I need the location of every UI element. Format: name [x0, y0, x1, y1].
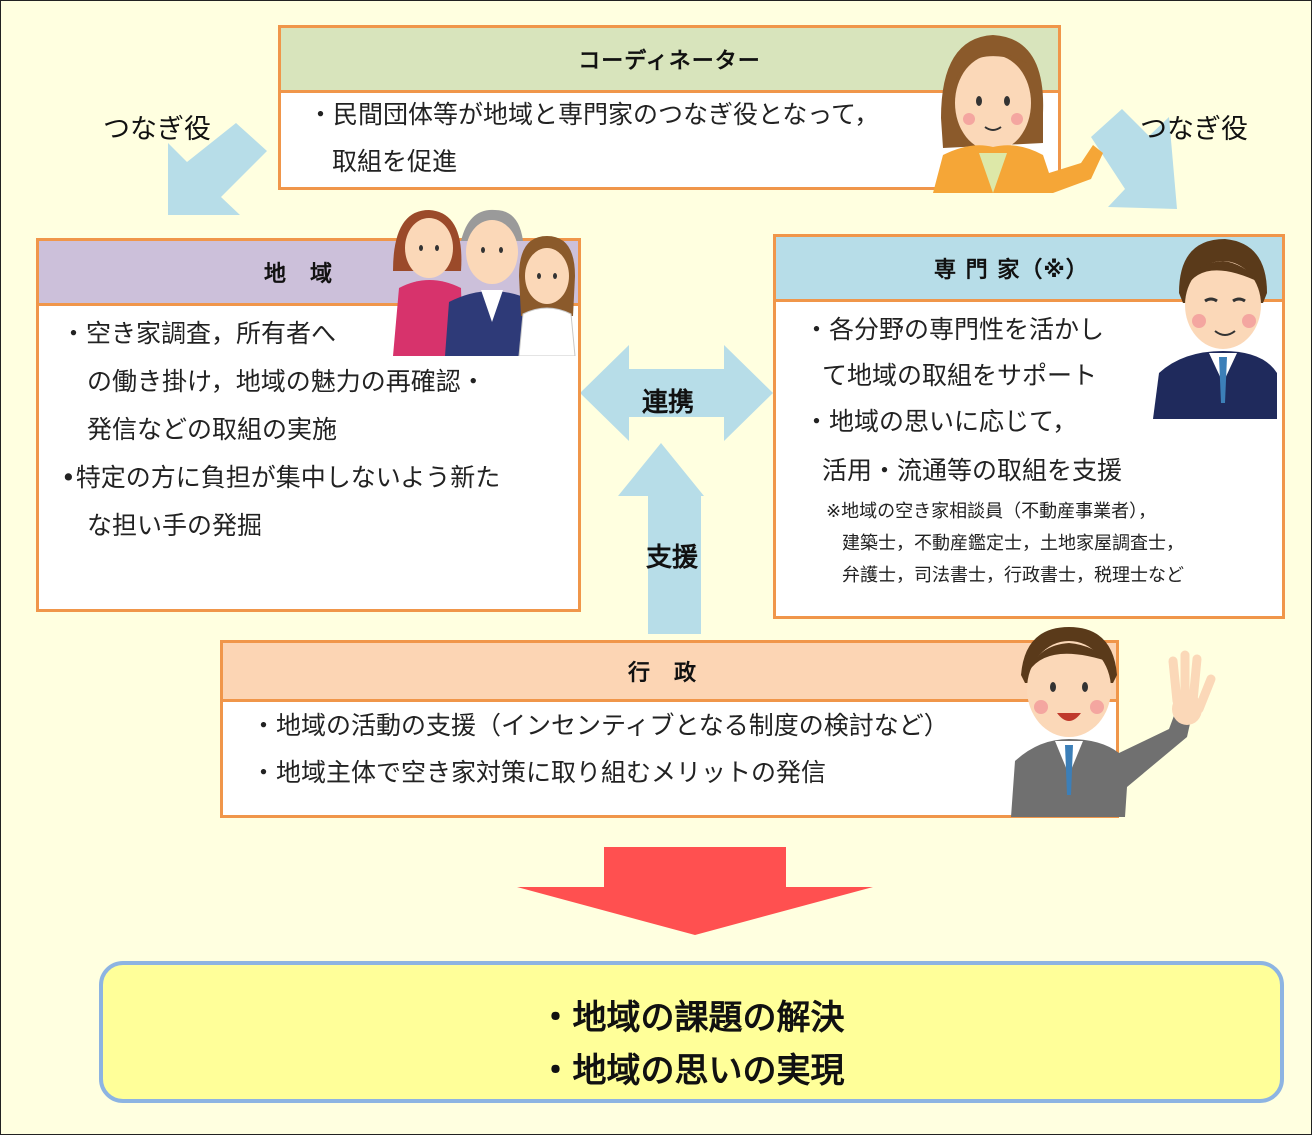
coordinator-woman-icon — [933, 35, 1103, 193]
region-line: の働き掛け，地域の魅力の再確認・ — [87, 367, 486, 396]
government-line: ・地域の活動の支援（インセンティブとなる制度の検討など） — [251, 711, 949, 740]
government-title: 行 政 — [223, 643, 1116, 702]
link-arrow-left — [168, 123, 267, 215]
coordinator-line: 取組を促進 — [332, 147, 458, 176]
region-line: 発信などの取組の実施 — [87, 415, 338, 444]
family-icon — [393, 209, 576, 356]
cooperation-label: 連携 — [642, 388, 695, 418]
expert-line: 活用・流通等の取組を支援 — [822, 456, 1123, 485]
expert-line: ・各分野の専門性を活かし — [804, 315, 1105, 344]
coordinator-box: コーディネーター ・民間団体等が地域と専門家のつなぎ役となって， 取組を促進 — [278, 25, 1061, 190]
result-box: ・地域の課題の解決 ・地域の思いの実現 — [99, 961, 1284, 1103]
expert-line: て地域の取組をサポート — [822, 361, 1098, 390]
expert-note-line: 建築士，不動産鑑定士，土地家屋調査士， — [842, 533, 1184, 554]
expert-note-line: 弁護士，司法書士，行政書士，税理士など — [842, 565, 1184, 586]
result-line: ・地域の課題の解決 — [538, 998, 845, 1038]
link-label-right: つなぎ役 — [1140, 114, 1248, 145]
link-arrow-right — [1091, 109, 1177, 209]
result-arrow — [517, 847, 873, 935]
region-line: ・空き家調査，所有者へ — [61, 319, 337, 348]
government-box: 行 政 ・地域の活動の支援（インセンティブとなる制度の検討など） ・地域主体で空… — [220, 640, 1119, 818]
region-line: な担い手の発掘 — [87, 511, 263, 540]
expert-note-line: ※地域の空き家相談員（不動産事業者）， — [826, 501, 1157, 522]
result-line: ・地域の思いの実現 — [538, 1051, 845, 1091]
coordinator-line: ・民間団体等が地域と専門家のつなぎ役となって， — [308, 100, 880, 129]
government-line: ・地域主体で空き家対策に取り組むメリットの発信 — [251, 758, 827, 787]
expert-line: ・地域の思いに応じて， — [804, 407, 1078, 436]
coordinator-title: コーディネーター — [281, 28, 1058, 93]
government-man-icon — [1011, 627, 1216, 817]
expert-man-icon — [1153, 239, 1277, 419]
support-arrow — [618, 443, 704, 634]
link-label-left: つなぎ役 — [103, 114, 211, 145]
region-line: •特定の方に負担が集中しないよう新た — [61, 463, 501, 492]
support-label: 支援 — [646, 543, 699, 573]
cooperation-arrow — [580, 345, 773, 441]
